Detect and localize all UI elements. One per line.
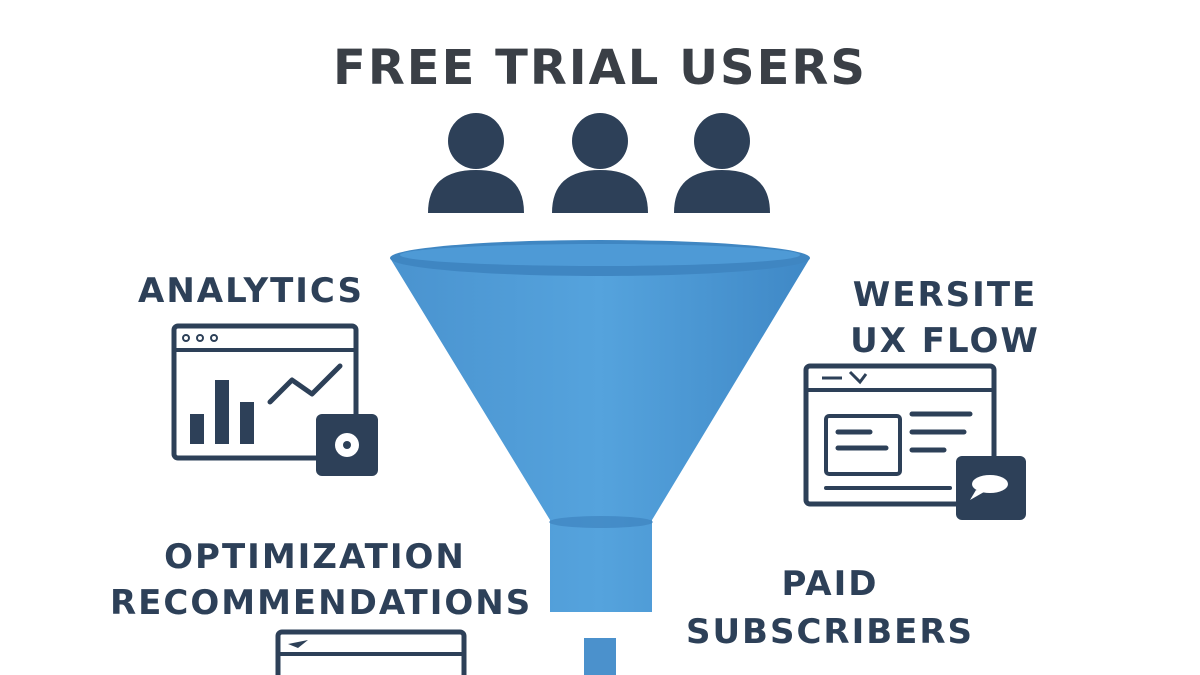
paid-subscribers-label: PAID SUBSCRIBERS	[680, 560, 980, 656]
optimization-label-line1: OPTIMIZATION	[164, 537, 466, 577]
user-group-icon	[428, 113, 770, 213]
paid-subscribers-label-line1: PAID	[781, 564, 879, 604]
user-icon	[674, 113, 770, 213]
analytics-dashboard-icon	[171, 323, 378, 476]
chat-bubble-icon	[970, 475, 1008, 500]
paid-subscribers-label-line2: SUBSCRIBERS	[685, 612, 975, 652]
browser-window-icon	[275, 629, 467, 675]
ux-flow-label-line1: WERSITE	[852, 275, 1038, 315]
ux-flow-label: WERSITE UX FLOW	[840, 272, 1050, 364]
optimization-label-line2: RECOMMENDATIONS	[110, 583, 533, 623]
diagram-title: FREE TRIAL USERS	[333, 40, 867, 96]
website-layout-icon	[803, 363, 1026, 520]
user-icon	[428, 113, 524, 213]
optimization-label: OPTIMIZATION RECOMMENDATIONS	[110, 534, 533, 626]
ux-flow-label-line2: UX FLOW	[850, 321, 1040, 361]
user-icon	[552, 113, 648, 213]
analytics-label: ANALYTICS	[138, 271, 364, 311]
funnel-icon	[390, 240, 810, 675]
gear-icon	[335, 433, 359, 457]
